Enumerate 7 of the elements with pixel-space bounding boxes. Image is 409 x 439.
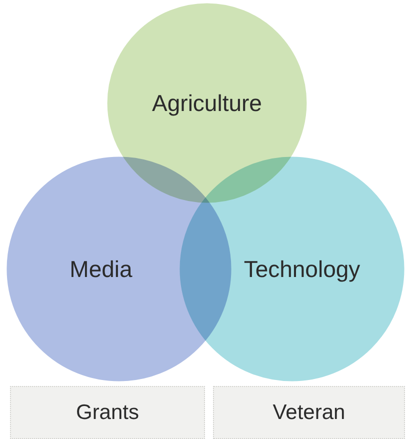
circle-label: Media xyxy=(70,256,132,282)
label-box xyxy=(10,386,205,439)
circle-label: Agriculture xyxy=(152,90,262,116)
box-label: Veteran xyxy=(272,400,346,424)
label-box xyxy=(213,386,405,439)
box-label: Grants xyxy=(76,400,140,424)
circle-label: Technology xyxy=(244,256,360,282)
